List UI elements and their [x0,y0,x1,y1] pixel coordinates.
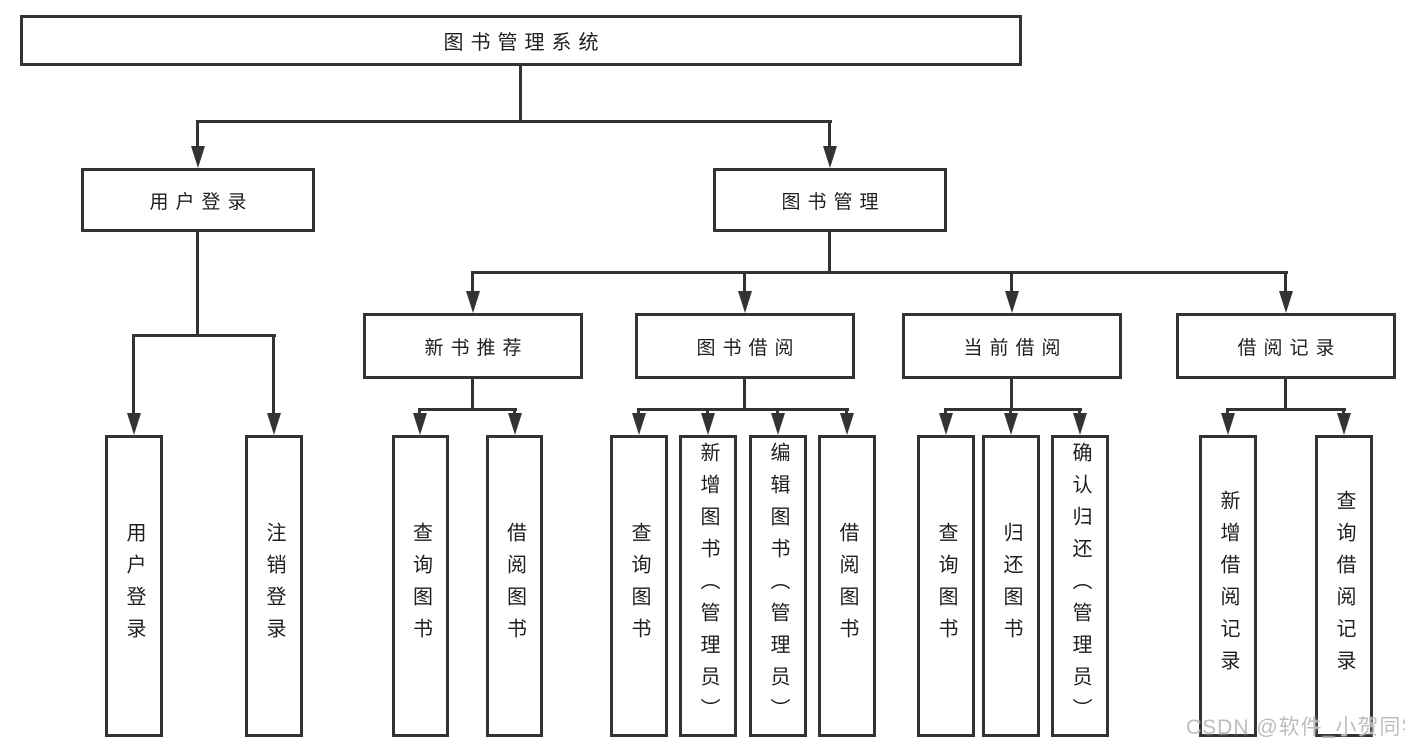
node-label: 注销登录 [263,522,285,650]
leaf-user-login: 用户登录 [105,435,163,737]
leaf-query-book-current: 查询图书 [917,435,975,737]
connector-line [471,273,474,293]
node-label: 新书推荐 [424,337,529,359]
connector-line [513,408,516,416]
arrow-down-icon [738,291,752,313]
arrow-down-icon [1073,413,1087,435]
connector-line [1284,377,1287,410]
node-system-root: 图书管理系统 [20,15,1022,66]
node-label: 编辑图书（管理员） [767,442,789,730]
connector-line [776,408,779,416]
connector-line [272,336,275,415]
connector-line [944,408,1082,411]
connector-line [1226,408,1346,411]
leaf-borrow-book-recommend: 借阅图书 [486,435,543,737]
arrow-down-icon [840,413,854,435]
connector-line [706,408,709,416]
leaf-add-borrow-record: 新增借阅记录 [1199,435,1257,737]
arrow-down-icon [1337,413,1351,435]
node-label: 查询借阅记录 [1333,490,1355,682]
node-new-book-recommend: 新书推荐 [363,313,583,379]
arrow-down-icon [701,413,715,435]
arrow-down-icon [823,146,837,168]
connector-line [418,408,421,416]
connector-line [743,273,746,293]
connector-line [828,230,831,273]
connector-line [743,377,746,410]
leaf-edit-book-admin: 编辑图书（管理员） [749,435,807,737]
connector-line [1342,408,1345,416]
csdn-watermark: CSDN @软件_小贺同学 [1186,716,1405,739]
connector-line [196,230,199,336]
node-label: 用户登录 [149,191,254,213]
connector-line [1284,273,1287,293]
node-book-borrow: 图书借阅 [635,313,855,379]
node-label: 新增图书（管理员） [697,442,719,730]
node-current-borrow: 当前借阅 [902,313,1122,379]
arrow-down-icon [1221,413,1235,435]
leaf-query-book-borrow: 查询图书 [610,435,668,737]
leaf-borrow-book: 借阅图书 [818,435,876,737]
connector-line [944,408,947,416]
connector-line [845,408,848,416]
connector-line [637,408,849,411]
arrow-down-icon [508,413,522,435]
leaf-confirm-return-admin: 确认归还（管理员） [1051,435,1109,737]
connector-line [196,120,832,123]
leaf-query-borrow-record: 查询借阅记录 [1315,435,1373,737]
arrow-down-icon [939,413,953,435]
connector-line [1010,377,1013,410]
node-label: 借阅记录 [1237,337,1342,359]
connector-line [1226,408,1229,416]
connector-line [1009,408,1012,416]
connector-line [471,271,1288,274]
leaf-return-book: 归还图书 [982,435,1040,737]
node-label: 查询图书 [628,522,650,650]
leaf-query-book-recommend: 查询图书 [392,435,449,737]
node-label: 归还图书 [1000,522,1022,650]
connector-line [1010,273,1013,293]
connector-line [471,377,474,410]
arrow-down-icon [771,413,785,435]
node-label: 查询图书 [935,522,957,650]
node-label: 查询图书 [409,522,432,650]
node-borrow-record: 借阅记录 [1176,313,1396,379]
connector-line [1078,408,1081,416]
connector-line [132,336,135,415]
node-label: 图书管理系统 [443,32,606,54]
connector-line [637,408,640,416]
node-label: 新增借阅记录 [1217,490,1239,682]
connector-line [196,122,199,148]
arrow-down-icon [413,413,427,435]
node-label: 借阅图书 [836,522,858,650]
node-label: 图书管理 [781,191,886,213]
connector-line [132,334,276,337]
leaf-logout: 注销登录 [245,435,303,737]
node-label: 图书借阅 [696,337,801,359]
arrow-down-icon [191,146,205,168]
connector-line [418,408,517,411]
arrow-down-icon [1279,291,1293,313]
node-label: 用户登录 [123,522,145,650]
arrow-down-icon [267,413,281,435]
node-book-management: 图书管理 [713,168,947,232]
arrow-down-icon [127,413,141,435]
arrow-down-icon [1004,413,1018,435]
node-label: 当前借阅 [963,337,1068,359]
arrow-down-icon [1005,291,1019,313]
node-user-login: 用户登录 [81,168,315,232]
node-label: 确认归还（管理员） [1069,442,1091,730]
arrow-down-icon [632,413,646,435]
leaf-add-book-admin: 新增图书（管理员） [679,435,737,737]
connector-line [828,122,831,148]
connector-line [519,64,522,122]
arrow-down-icon [466,291,480,313]
node-label: 借阅图书 [503,522,526,650]
